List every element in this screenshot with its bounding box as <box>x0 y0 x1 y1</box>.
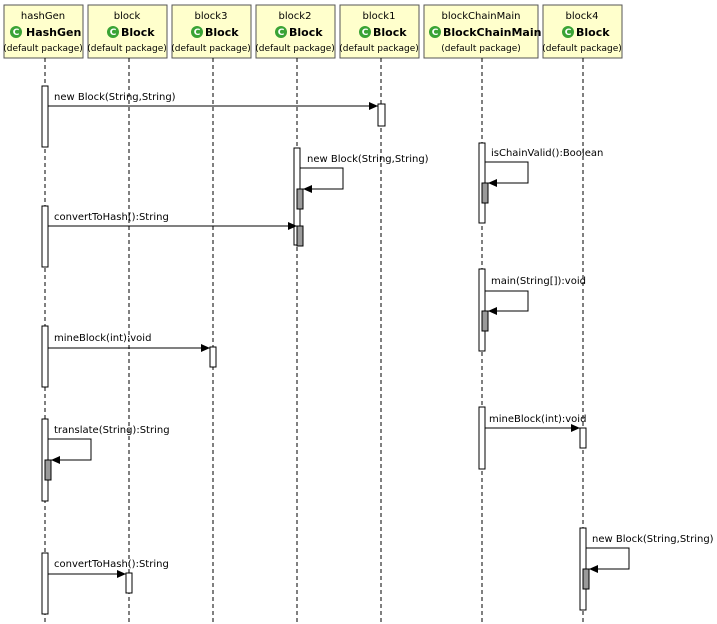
activation-bar <box>41 552 49 615</box>
activation-bar <box>579 427 587 449</box>
nested-activation-bar <box>296 225 304 247</box>
activation-bar <box>478 268 486 352</box>
lifeline-instance-name: block4 <box>566 11 599 22</box>
lifeline-header-block2[interactable]: block2 C Block (default package) <box>255 4 336 59</box>
lifeline-header-block3[interactable]: block3 C Block (default package) <box>171 4 252 59</box>
message-label: new Block(String,String) <box>54 92 176 103</box>
lifeline-package: (default package) <box>441 44 521 54</box>
lifeline-package: (default package) <box>255 44 335 54</box>
lifeline-class-name: Block <box>373 26 407 39</box>
activation-bar <box>41 325 49 388</box>
nested-activation-bar <box>582 568 590 590</box>
lifeline-instance-name: block3 <box>195 11 228 22</box>
nested-activation-bar <box>44 459 52 481</box>
lifeline-instance-name: block2 <box>279 11 312 22</box>
message-label: new Block(String,String) <box>307 154 429 165</box>
lifeline-package: (default package) <box>171 44 251 54</box>
lifeline-header-hashgen[interactable]: hashGen C HashGen (default package) <box>3 4 84 59</box>
lifeline-package: (default package) <box>87 44 167 54</box>
lifeline-class-name: Block <box>121 26 155 39</box>
lifeline-package: (default package) <box>3 44 83 54</box>
lifeline-class-name: Block <box>205 26 239 39</box>
message-label: main(String[]):void <box>491 276 586 287</box>
class-icon <box>429 26 441 38</box>
activation-bar <box>125 572 133 594</box>
class-icon-letter: C <box>278 28 285 38</box>
class-icon-letter: C <box>565 28 572 38</box>
lifeline-package: (default package) <box>339 44 419 54</box>
self-message-arrow <box>300 167 344 193</box>
message-label: translate(String):String <box>54 425 170 436</box>
lifeline-header-block4[interactable]: block4 C Block (default package) <box>542 4 623 59</box>
class-icon-letter: C <box>194 28 201 38</box>
lifeline-instance-name: blockChainMain <box>442 11 521 22</box>
lifeline-header-block[interactable]: block C Block (default package) <box>87 4 168 59</box>
activation-bar <box>377 103 386 127</box>
self-message-arrow <box>485 290 529 315</box>
message-label: new Block(String,String) <box>592 534 714 545</box>
lifeline-instance-name: block <box>114 11 141 22</box>
class-icon-letter: C <box>13 28 20 38</box>
nested-activation-bar <box>296 188 304 210</box>
nested-activation-bar <box>481 310 489 332</box>
class-icon <box>191 26 203 38</box>
class-icon-letter: C <box>432 28 439 38</box>
nested-activation-bar <box>481 182 489 204</box>
message-label: isChainValid():Boolean <box>491 148 603 159</box>
class-icon <box>10 26 22 38</box>
lifeline-class-name: BlockChainMain <box>443 26 541 39</box>
lifeline-header-block1[interactable]: block1 C Block (default package) <box>339 4 420 59</box>
lifeline-class-name: Block <box>289 26 323 39</box>
self-message-arrow <box>586 547 630 573</box>
message-label: convertToHash():String <box>54 212 169 223</box>
lifeline-package: (default package) <box>542 44 622 54</box>
lifeline-class-name: HashGen <box>26 26 81 39</box>
class-icon-letter: C <box>110 28 117 38</box>
class-icon <box>359 26 371 38</box>
message-label: mineBlock(int):void <box>54 333 151 344</box>
lifeline-class-name: Block <box>576 26 610 39</box>
lifeline-header-blockchainmain[interactable]: blockChainMain C BlockChainMain (default… <box>423 4 541 59</box>
class-icon <box>107 26 119 38</box>
self-message-arrow <box>48 438 92 464</box>
message-label: convertToHash():String <box>54 559 169 570</box>
class-icon-letter: C <box>362 28 369 38</box>
class-icon <box>275 26 287 38</box>
class-icon <box>562 26 574 38</box>
self-message-arrow <box>485 161 529 187</box>
activation-bar <box>209 346 217 368</box>
activation-bar <box>478 406 486 470</box>
lifeline-instance-name: hashGen <box>21 11 65 22</box>
activation-bar <box>41 85 49 148</box>
lifeline-instance-name: block1 <box>363 11 396 22</box>
message-label: mineBlock(int):void <box>489 414 586 425</box>
activation-bar <box>41 205 49 268</box>
